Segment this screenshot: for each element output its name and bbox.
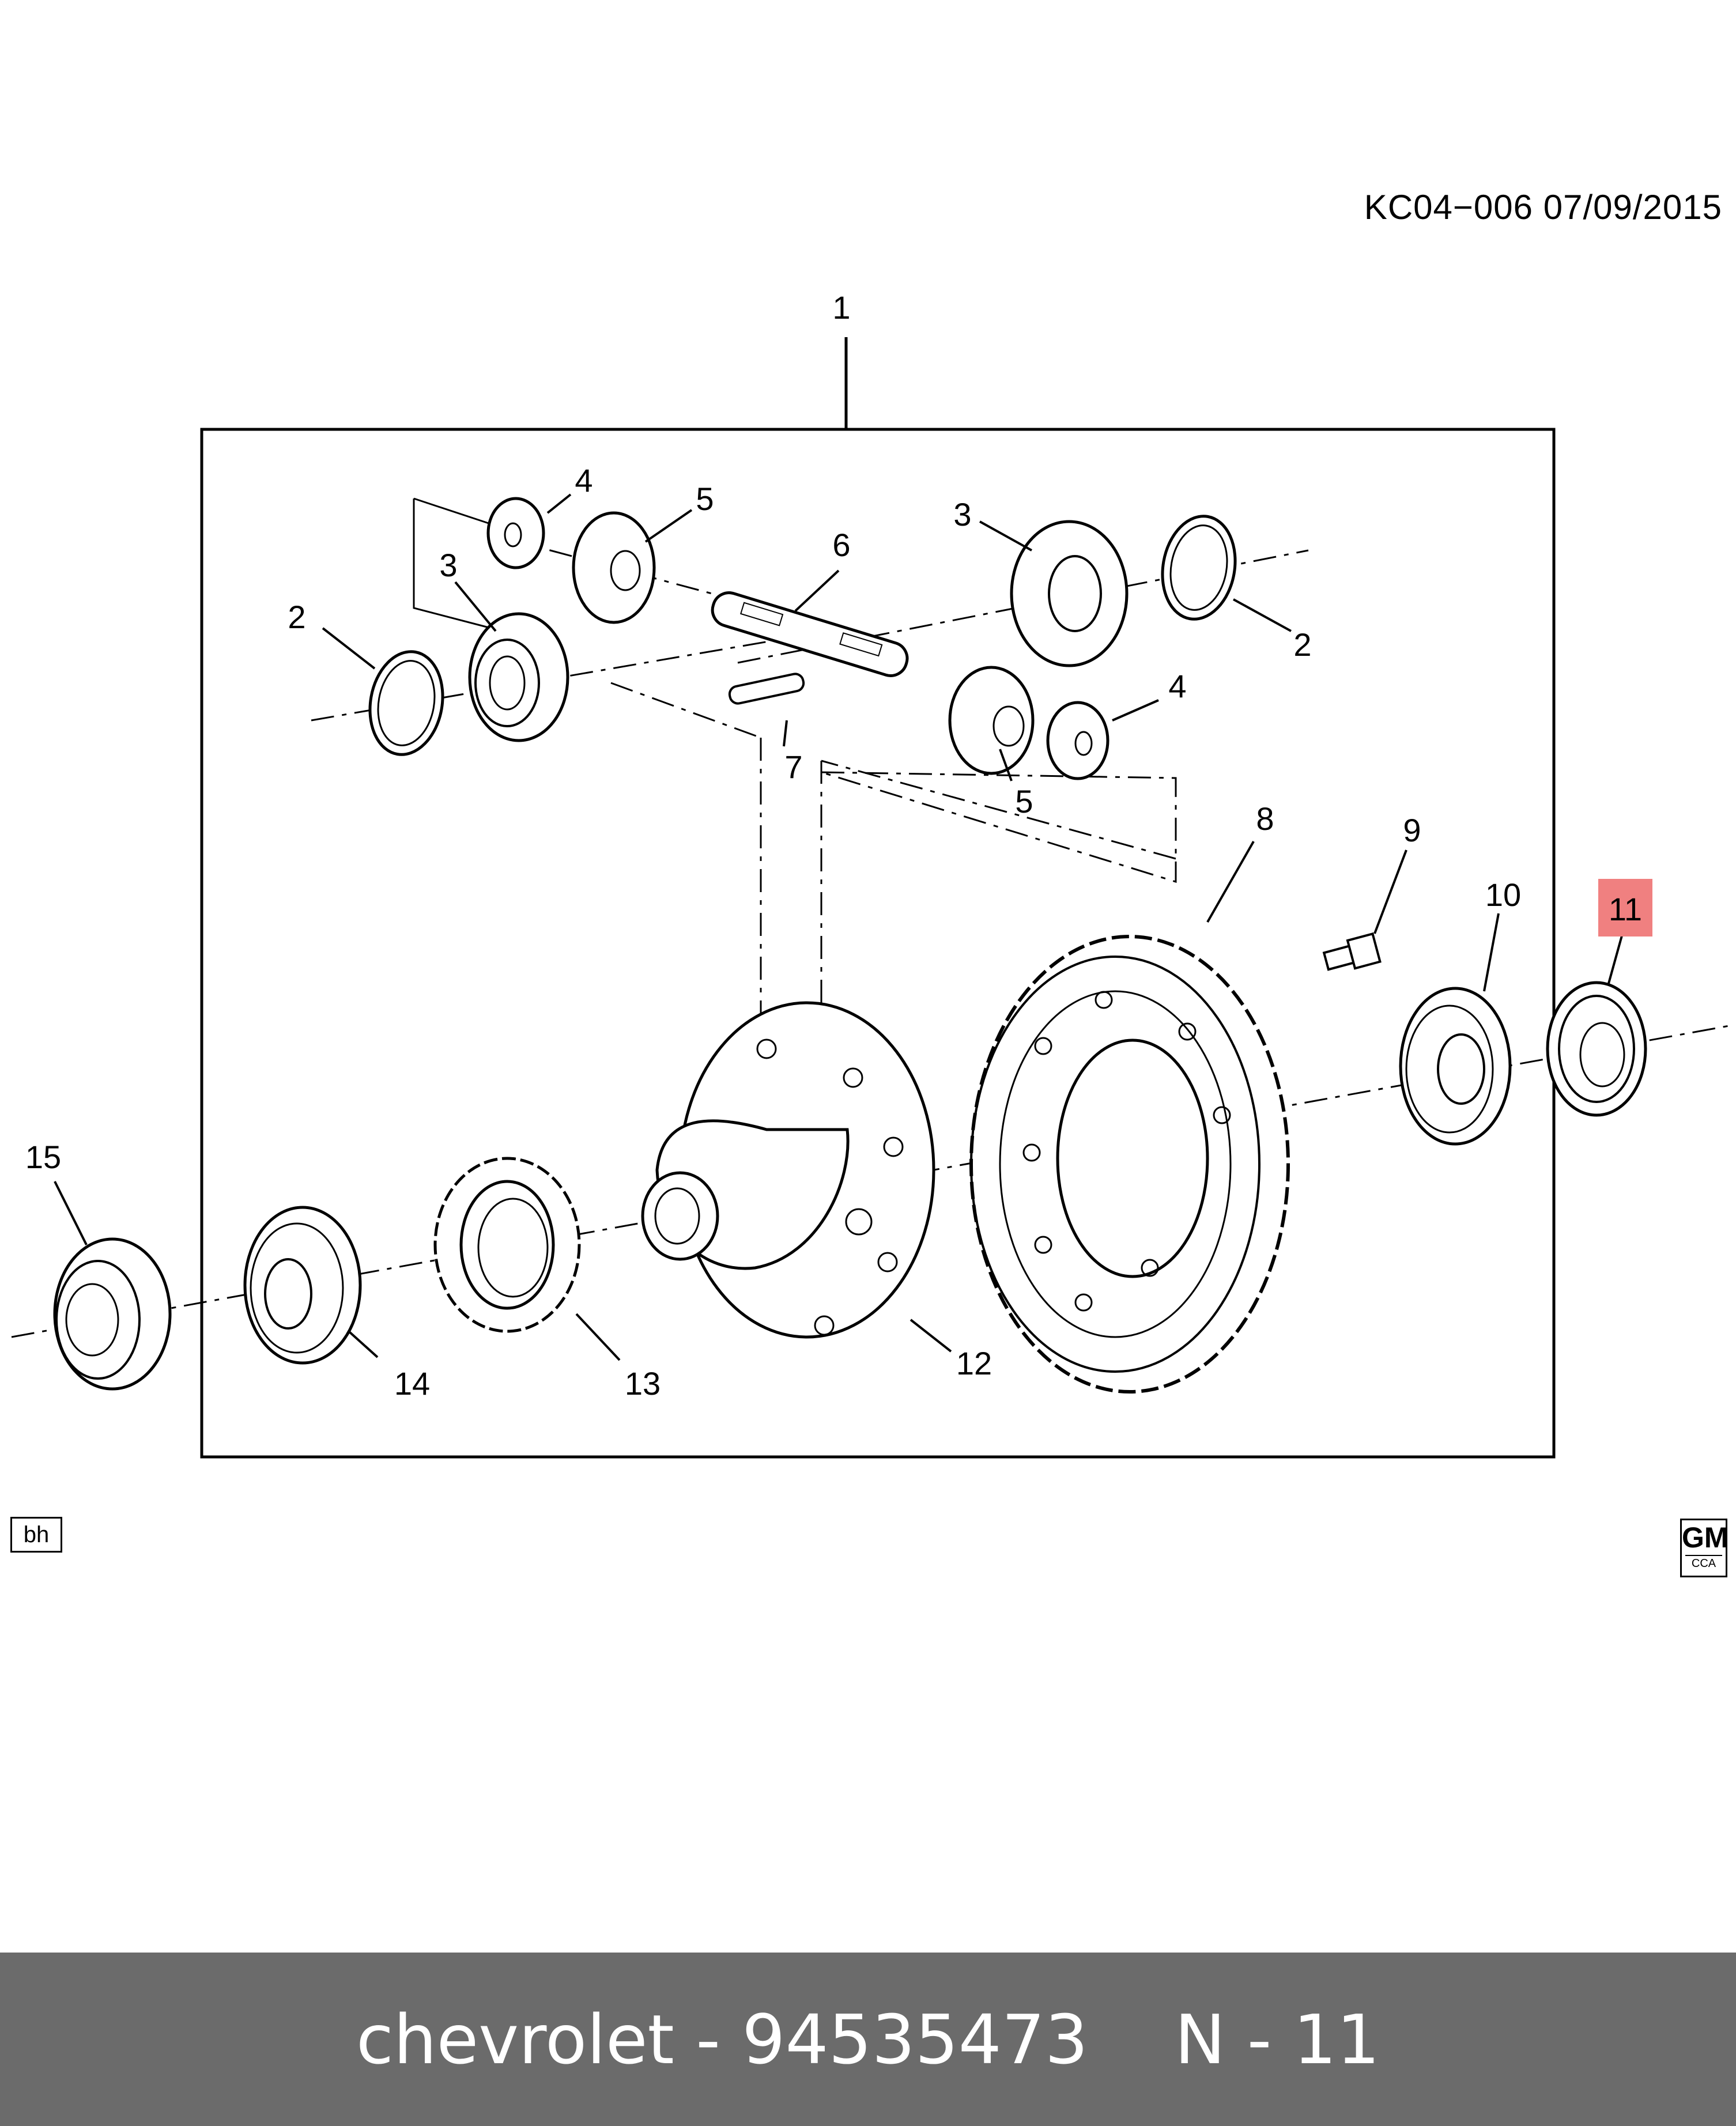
- callout-15: 15: [25, 1139, 61, 1175]
- callout-12: 12: [956, 1345, 992, 1381]
- callout-14: 14: [394, 1365, 430, 1402]
- callout-11[interactable]: 11: [1609, 891, 1642, 927]
- callout-2-left: 2: [288, 599, 305, 635]
- gm-logo-icon: GM CCA: [1680, 1519, 1729, 1577]
- callout-11-highlight: [1598, 879, 1652, 937]
- footer-brand-part: chevrolet - 94535473: [356, 1999, 1089, 2079]
- callout-5-bottom: 5: [1015, 783, 1033, 820]
- callout-4-right: 4: [1168, 668, 1186, 704]
- callout-4-left: 4: [575, 462, 592, 499]
- callout-8: 8: [1256, 800, 1274, 837]
- callout-1: 1: [832, 289, 850, 326]
- assembly-frame: [200, 428, 1556, 1459]
- footer-part-label: N - 11: [1175, 1999, 1380, 2079]
- callout-9: 9: [1403, 812, 1421, 848]
- callout-5-top: 5: [696, 481, 714, 517]
- callout-7: 7: [784, 749, 802, 785]
- bh-badge: bh: [10, 1517, 62, 1553]
- callout-2-right: 2: [1293, 626, 1311, 663]
- callout-13: 13: [625, 1365, 661, 1402]
- callout-6: 6: [832, 527, 850, 563]
- callout-3-left: 3: [439, 547, 457, 583]
- callout-10: 10: [1485, 877, 1521, 913]
- gm-logo-subtext: CCA: [1685, 1555, 1722, 1571]
- callout-3-right: 3: [953, 496, 971, 533]
- gm-logo-text: GM: [1682, 1521, 1729, 1554]
- footer-bar: chevrolet - 94535473 N - 11: [0, 1953, 1736, 2126]
- drawing-id-date: KC04−006 07/09/2015: [1364, 188, 1722, 226]
